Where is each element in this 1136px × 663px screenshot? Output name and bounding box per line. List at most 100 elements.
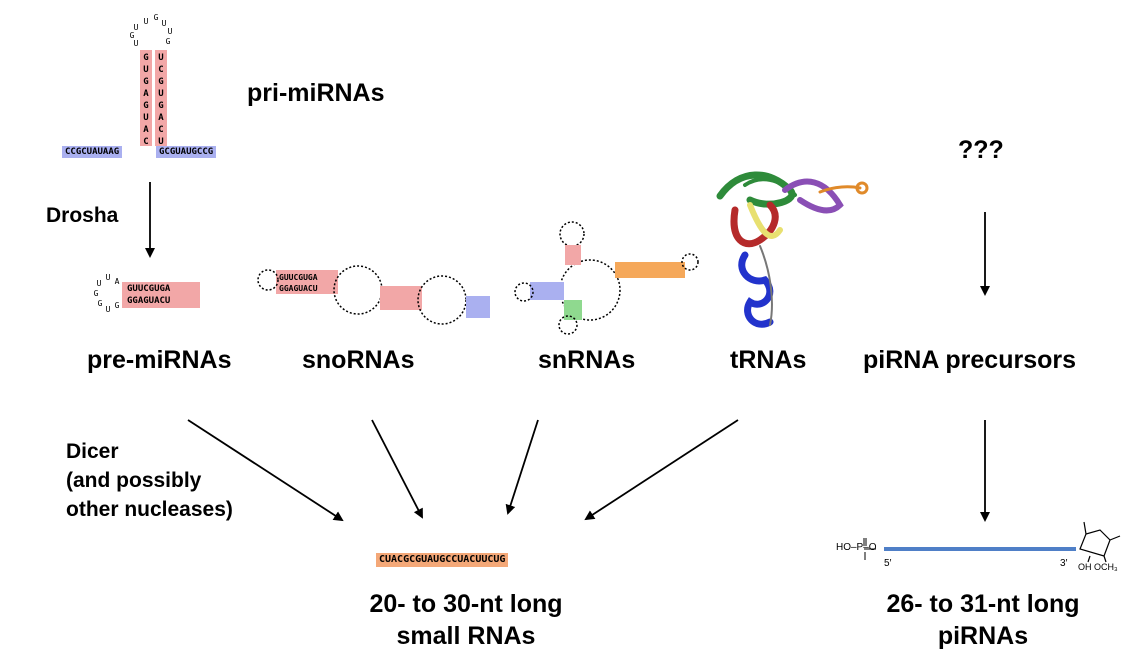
svg-text:G: G: [94, 289, 99, 298]
snrna-structure: [514, 221, 699, 335]
sno-loop-1: [257, 269, 279, 291]
svg-text:G: G: [98, 299, 103, 308]
sn-right-loop: [681, 253, 699, 271]
pirna-three-prime: 3′: [1060, 558, 1068, 569]
sno-stem-1-top: GUUCGUGA: [279, 273, 318, 282]
pri-stem-left-strand: [140, 50, 152, 146]
pre-stem-top: GUUCGUGA: [127, 284, 171, 294]
pri-flank-right: GCGUAUGCCG: [156, 146, 217, 158]
svg-text:C: C: [158, 125, 163, 135]
svg-text:U: U: [143, 113, 148, 123]
svg-text:G: G: [143, 77, 148, 87]
svg-text:U: U: [134, 39, 139, 48]
trna-green-arm-2: [743, 177, 797, 197]
pirna-five-prime: 5′: [884, 558, 892, 569]
pirna-phosphate-label: HO–P–O: [836, 542, 877, 553]
pre-terminal-loop: AUU GGU G: [94, 273, 120, 314]
label-dicer-possibly: (and possibly: [66, 469, 202, 492]
trna-structure: [716, 171, 869, 328]
label-pirna-precursors: piRNA precursors: [863, 346, 1077, 374]
sn-central-loop: [559, 259, 621, 321]
label-pirnas: piRNAs: [937, 622, 1029, 650]
label-snornas: snoRNAs: [302, 346, 415, 374]
ribose-ring: [1079, 521, 1121, 563]
pre-stem-bottom: GGAGUACU: [127, 296, 171, 306]
label-small-rnas: small RNAs: [396, 622, 536, 650]
snorna-structure: GUUCGUGA GGAGUACU: [257, 265, 490, 325]
sn-left-stem: [530, 282, 564, 300]
pri-stem-right-strand: [155, 50, 167, 146]
svg-text:A: A: [143, 89, 149, 99]
svg-text:G: G: [158, 101, 163, 111]
svg-text:U: U: [134, 23, 139, 32]
sn-bottom-loop: [558, 315, 578, 335]
arrow-snrna-to-small: [505, 419, 539, 515]
arrow-snorna-to-small: [371, 419, 423, 519]
svg-text:U: U: [158, 89, 163, 99]
svg-text:C: C: [158, 65, 163, 75]
svg-text:A: A: [143, 125, 149, 135]
pri-flank-left: CCGCUAUAAG: [62, 146, 123, 158]
pirna-ribose-groups: OH OCH₃: [1078, 562, 1118, 572]
sno-stem-1-bottom: GGAGUACU: [279, 284, 318, 293]
svg-text:U: U: [158, 53, 163, 63]
sn-left-loop: [514, 282, 534, 302]
label-trnas: tRNAs: [730, 346, 807, 374]
svg-text:G: G: [154, 13, 159, 22]
svg-text:A: A: [115, 277, 120, 286]
sno-stem-3: [466, 296, 490, 318]
trna-red-arm: [730, 201, 779, 248]
svg-text:C: C: [143, 137, 148, 147]
svg-text:U: U: [168, 27, 173, 36]
svg-text:G: G: [158, 77, 163, 87]
svg-text:U: U: [106, 273, 111, 282]
sn-top-loop: [559, 221, 585, 247]
label-pri-mirnas: pri-miRNAs: [247, 79, 385, 107]
sn-right-stem: [615, 262, 685, 278]
svg-text:U: U: [106, 305, 111, 314]
arrows: [145, 182, 990, 522]
sno-stem-2: [380, 286, 422, 310]
label-small-rnas-length: 20- to 30-nt long: [369, 590, 563, 618]
trna-blue-anticodon: [738, 251, 774, 328]
trna-grey-strand: [759, 245, 773, 326]
svg-text:G: G: [166, 37, 171, 46]
svg-text:U: U: [97, 279, 102, 288]
trna-purple-arm: [782, 178, 844, 214]
sn-bottom-stem: [564, 300, 582, 320]
label-dicer: Dicer: [66, 440, 119, 463]
svg-text:U: U: [162, 19, 167, 28]
svg-text:G: G: [115, 301, 120, 310]
trna-orange-end: [855, 181, 869, 195]
svg-text:A: A: [158, 113, 164, 123]
svg-text:U: U: [144, 17, 149, 26]
sno-stem-1: [276, 270, 338, 294]
label-pirnas-length: 26- to 31-nt long: [886, 590, 1080, 618]
svg-text:G: G: [130, 31, 135, 40]
svg-text:G: G: [143, 101, 148, 111]
sno-loop-3: [417, 275, 467, 325]
svg-text:G: G: [143, 53, 148, 63]
pre-mirna-hairpin: AUU GGU G: [94, 273, 200, 314]
pre-stem-band: [122, 282, 200, 308]
svg-text:U: U: [143, 65, 148, 75]
label-dicer-other-nucleases: other nucleases): [66, 498, 233, 521]
label-snrnas: snRNAs: [538, 346, 636, 374]
trna-yellow-arm: [747, 202, 783, 239]
small-rna-sequence: CUACGCGUAUGCCUACUUCUG: [376, 553, 509, 567]
sn-top-stem: [565, 245, 581, 265]
label-unknown: ???: [958, 136, 1004, 164]
label-pre-mirnas: pre-miRNAs: [87, 346, 232, 374]
pirna-molecule: [863, 521, 1121, 563]
arrow-trna-to-small: [584, 419, 739, 521]
label-drosha: Drosha: [46, 204, 119, 227]
arrow-pre-mirna-to-small: [187, 419, 344, 522]
sno-loop-2: [333, 265, 383, 315]
svg-text:U: U: [158, 137, 163, 147]
phosphate-group: [863, 538, 876, 560]
